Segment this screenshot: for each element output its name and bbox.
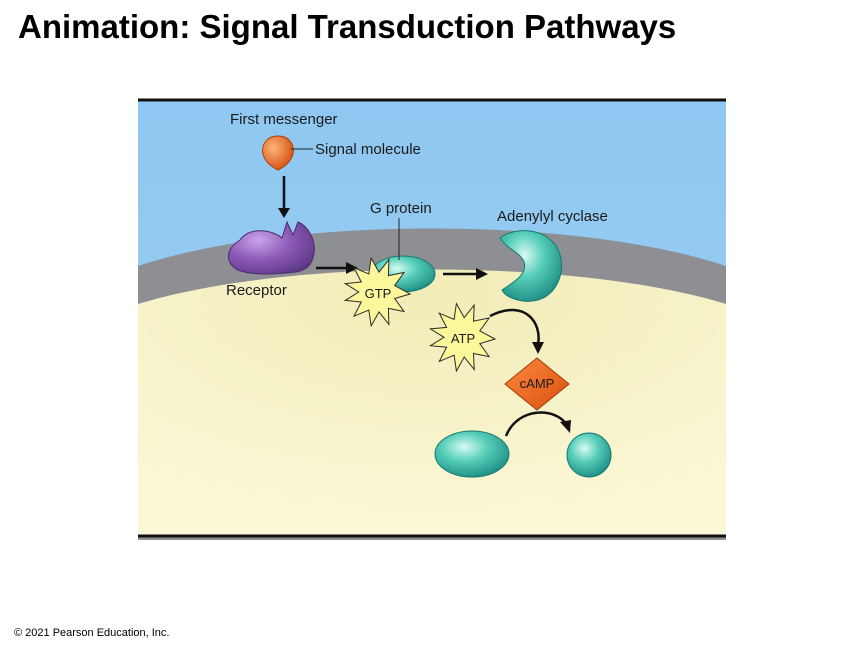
gtp-label: GTP xyxy=(365,286,392,301)
g-protein-label: G protein xyxy=(370,200,432,217)
activation-arrowhead-2 xyxy=(476,268,488,280)
cytoplasm xyxy=(138,269,726,536)
signal-molecule-label: Signal molecule xyxy=(315,141,421,158)
signal-molecule-icon xyxy=(262,135,294,171)
camp-diamond xyxy=(504,357,570,411)
slide-title: Animation: Signal Transduction Pathways xyxy=(18,8,677,45)
copyright-notice: © 2021 Pearson Education, Inc. xyxy=(14,627,170,639)
adenylyl-cyclase-label: Adenylyl cyclase xyxy=(497,208,608,225)
conversion-arrowhead xyxy=(532,342,544,354)
active-protein xyxy=(566,432,612,478)
camp-label: cAMP xyxy=(520,376,555,391)
binding-arrowhead xyxy=(278,208,290,218)
kinase-activation-arrow xyxy=(504,411,568,437)
atp-burst xyxy=(428,302,497,373)
atp-label: ATP xyxy=(451,331,475,346)
receptor-label: Receptor xyxy=(226,282,287,299)
gtp-burst xyxy=(343,256,412,328)
activation-arrowhead-1 xyxy=(346,262,358,274)
inactive-protein xyxy=(434,430,510,478)
conversion-arrow xyxy=(489,308,540,345)
receptor-protein xyxy=(228,220,315,275)
kinase-activation-arrowhead xyxy=(560,420,571,433)
adenylyl-cyclase-enzyme xyxy=(499,230,563,302)
first-messenger-label: First messenger xyxy=(230,111,338,128)
signal-transduction-diagram: First messenger Signal molecule G protei… xyxy=(138,98,726,540)
